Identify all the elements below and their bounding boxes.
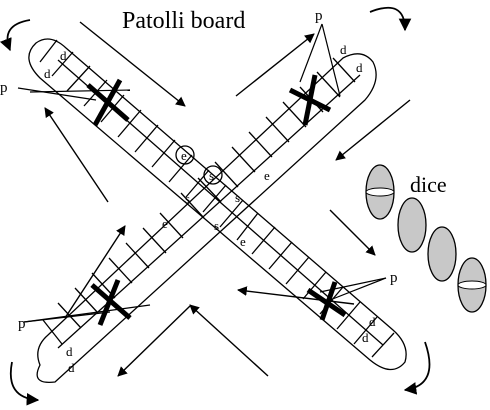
center-rungs: [168, 154, 259, 241]
label-p-southwest: p: [18, 316, 26, 332]
circle-e: [175, 145, 195, 165]
x-marks: [86, 74, 347, 326]
arm-sw-ne-outline: [36, 53, 377, 384]
patolli-board: [17, 23, 407, 384]
die-1: [365, 164, 395, 220]
curved-arrows: [0, 6, 431, 406]
arrow-2: [44, 107, 109, 203]
arm-nw-se-rungs: [39, 39, 395, 358]
arrow-9: [117, 305, 191, 377]
arrow-7: [189, 304, 269, 377]
die-2: [397, 197, 427, 253]
label-d-nw-1: d: [60, 48, 67, 63]
arrow-1: [79, 21, 186, 107]
arrow-5: [329, 209, 376, 256]
arm-sw-ne-rungs: [42, 57, 356, 345]
label-p-east: p: [390, 270, 398, 286]
label-d-ne-1: d: [340, 42, 347, 57]
dice-group: dice: [365, 164, 487, 313]
label-p-north: p: [315, 8, 323, 24]
curved-arrow-nw: [0, 19, 31, 52]
circled-cells: [175, 145, 223, 185]
label-d-ne-2: d: [356, 60, 363, 75]
label-e-ne: e: [264, 168, 270, 183]
die-3: [427, 226, 457, 282]
dice-label: dice: [410, 172, 447, 197]
label-s-bottom: s: [214, 218, 219, 233]
label-d-sw-2: d: [68, 360, 75, 375]
arrow-8: [64, 225, 126, 319]
arm-nw-se-outline: [28, 38, 407, 371]
curved-arrow-ne: [369, 6, 412, 32]
label-d-se-2: d: [362, 330, 369, 345]
label-s-left: s: [185, 191, 190, 206]
label-d-sw-1: d: [66, 344, 73, 359]
arm-sw-ne-midline: [57, 74, 361, 349]
circle-s: [203, 165, 223, 185]
label-e-circled: e: [181, 148, 187, 163]
label-s-right: s: [235, 190, 240, 205]
board-labels: d d d d d d d d p p p p e s e s s e s e: [0, 8, 398, 375]
label-s-circled: s: [209, 168, 214, 183]
label-e-se: e: [240, 234, 246, 249]
die-4: [457, 257, 487, 313]
arrow-6: [237, 286, 355, 305]
label-d-se-1: d: [369, 314, 376, 329]
label-d-nw-2: d: [44, 66, 51, 81]
diagram-title: Patolli board: [122, 8, 245, 34]
direction-arrows: [44, 21, 411, 377]
label-p-west: p: [0, 80, 8, 96]
arrow-3: [235, 33, 315, 97]
arrow-4: [335, 99, 411, 161]
label-e-sw: e: [162, 216, 168, 231]
curved-arrow-se: [403, 341, 431, 395]
curved-arrow-sw: [9, 361, 40, 406]
p-lines: [17, 23, 387, 323]
